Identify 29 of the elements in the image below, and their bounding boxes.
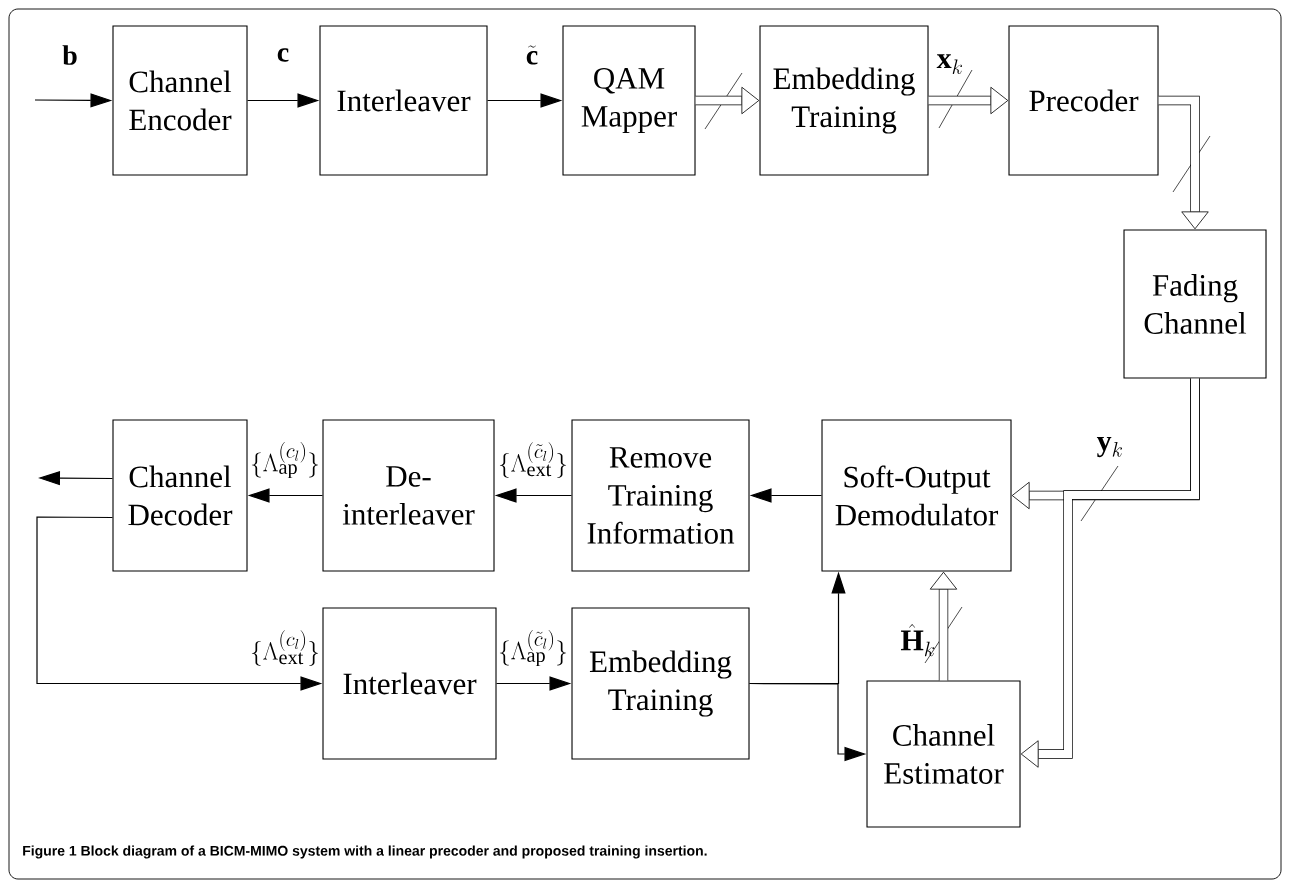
edge-label: $\mathbf{x}_k$ (936, 54, 962, 74)
bus-arrow (929, 571, 958, 681)
edge-label: $\tilde{\mathbf{c}}$ (526, 45, 538, 65)
bus-arrow (928, 86, 1009, 115)
process-box: Channel Decoder (112, 419, 248, 572)
process-box: Channel Encoder (112, 25, 248, 176)
edge-label: $\{\Lambda_{\mathrm{ext}}^{(c_l)}\}$ (251, 630, 319, 666)
edge-label: $\{\Lambda_{\mathrm{ap}}^{(\tilde{c}_l)}\}$ (499, 629, 567, 667)
bus-arrow (695, 86, 760, 115)
edge-label: $\hat{\mathbf{H}}_k$ (901, 624, 935, 657)
process-box: Channel Estimator (866, 680, 1021, 828)
edge-label: $\mathbf{c}$ (277, 48, 289, 62)
bus-arrow (1020, 378, 1200, 768)
process-box: Interleaver (322, 607, 497, 760)
edge-label: $\{\Lambda_{\mathrm{ap}}^{(c_l)}\}$ (251, 441, 319, 479)
process-box: QAM Mapper (562, 25, 696, 176)
process-box: De-interleaver (322, 419, 495, 572)
edge-label: $\mathbf{y}_k$ (1096, 436, 1122, 458)
edge-label: $\{\Lambda_{\mathrm{ext}}^{(\tilde{c}_l)}\}$ (499, 442, 567, 478)
process-box: Interleaver (319, 25, 488, 176)
caption: Figure 1 Block diagram of a BICM-MIMO system with a linear precoder and proposed training insertion. (23, 845, 707, 859)
process-box: Soft-Output Demodulator (821, 419, 1012, 572)
process-box: Embedding Training (759, 25, 929, 176)
edge-label: $\mathbf{b}$ (62, 45, 77, 65)
process-box: Embedding Training (571, 607, 750, 760)
process-box: Fading Channel (1123, 229, 1267, 379)
process-box: Remove Training Information (571, 419, 750, 572)
process-box: Precoder (1008, 25, 1159, 176)
bus-arrow (1158, 95, 1209, 230)
